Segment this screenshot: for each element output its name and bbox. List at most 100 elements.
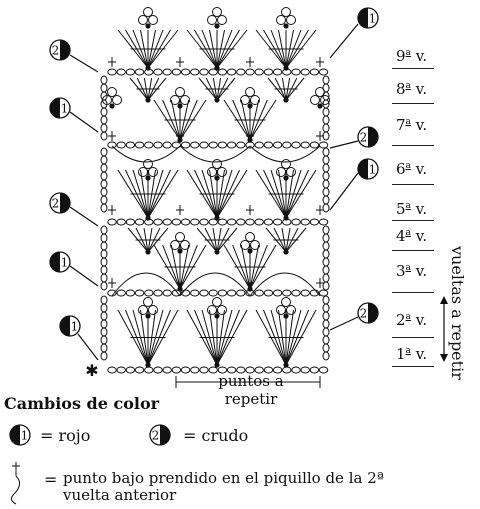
chain-arch [111,145,181,163]
chain-stitch [226,289,237,297]
row-label-1: 1a v. [396,345,428,363]
legend-cream-text: = crudo [183,426,249,445]
row-divider [392,337,434,338]
row-label-2: 2a v. [396,311,428,329]
chain-stitch [272,218,283,226]
picot-loop [217,305,227,315]
repeat-rows-label: vueltas a repetir [448,246,467,380]
chain-stitch [272,68,283,76]
pointer-line [329,172,359,211]
marker-number: 1 [369,12,377,26]
chain-stitch [100,265,108,275]
row-divider [392,292,434,293]
chain-stitch [322,335,330,345]
chain-stitch [226,141,237,149]
chain-stitch [162,289,172,297]
chain-stitch [245,218,255,226]
chain-stitch [153,366,163,374]
legend-title: Cambios de color [4,394,160,413]
chain-stitch [199,218,209,226]
picot-dot [317,103,323,109]
chain-stitch [245,68,255,76]
legend-stitch-hook [10,475,20,505]
marker-fill [358,159,368,179]
picot-loop [315,87,325,97]
marker-fill [60,316,70,336]
chain-stitch [208,218,218,226]
chain-stitch [180,289,191,297]
chain-stitch [263,289,274,297]
chain-stitch [116,218,126,226]
picot-loop [143,297,153,307]
chain-stitch [217,218,228,226]
chain-stitch [180,218,191,226]
shell-base-dot [214,249,220,255]
picot-loop [320,95,330,105]
chain-stitch [254,289,264,297]
chain-stitch [318,218,329,226]
chain-stitch [254,218,264,226]
picot-loop [148,305,158,315]
marker-number: 1 [71,320,79,334]
chain-stitch [272,289,283,297]
chain-stitch [171,68,182,76]
shell-base-dot [214,97,220,103]
chain-stitch [100,203,108,213]
picot-dot [283,313,289,319]
chain-stitch [199,141,209,149]
picot-dot [145,175,151,181]
row-divider [392,366,434,367]
color-marker-1: 1 [9,424,31,446]
marker-outline [357,158,379,180]
marker-fill [60,40,70,60]
marker-outline [49,192,71,214]
picot-loop [170,240,180,250]
chain-stitch [272,366,283,374]
picot-loop [250,95,260,105]
chain-stitch [190,141,200,149]
shell-base-dot [177,286,183,292]
picot-loop [217,15,227,25]
chain-stitch [100,131,108,141]
chain-stitch [217,141,228,149]
chain-stitch [116,366,126,374]
chain-stitch [291,68,301,76]
marker-number: 2 [52,44,60,58]
chain-stitch [291,366,301,374]
picot-loop [143,159,153,169]
chain-stitch [291,141,301,149]
chain-stitch [245,141,255,149]
color-marker-2: 2 [149,424,171,446]
chain-stitch [100,249,108,259]
legend-stitch-description: punto bajo prendido en el piquillo de la… [63,469,384,504]
picot-loop [148,167,158,177]
row-divider [392,103,434,104]
chain-stitch [100,295,108,305]
chain-stitch [107,68,117,76]
chain-stitch [100,343,108,353]
chain-stitch [180,366,191,374]
marker-fill [358,8,368,28]
chain-stitch [100,225,108,235]
chain-stitch [300,366,310,374]
picot-loop [175,232,185,242]
picot-loop [212,297,222,307]
chain-stitch [322,303,330,313]
chain-stitch [190,68,200,76]
chain-stitch [309,289,320,297]
picot-loop [286,167,296,177]
marker-number: 2 [360,307,368,321]
chain-stitch [125,68,136,76]
chain-arch [249,145,321,163]
chain-stitch [100,319,108,329]
chain-stitch [322,75,330,85]
chain-stitch [217,366,228,374]
marker-number: 1 [21,429,29,443]
chain-stitch [318,289,329,297]
chain-stitch [322,351,330,361]
picot-loop [217,167,227,177]
chain-stitch [263,68,274,76]
picot-loop [138,15,148,25]
color-marker-2: 2 [49,39,71,61]
